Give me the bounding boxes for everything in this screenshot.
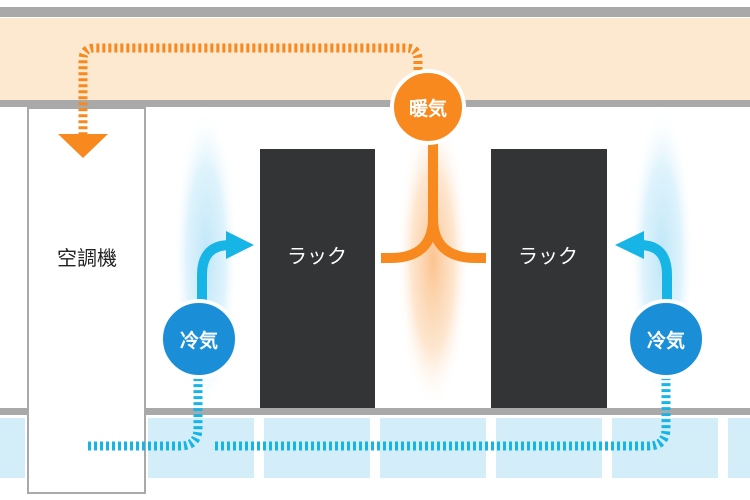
cold-air-curve-right (639, 240, 672, 306)
rack-left-label: ラック (287, 244, 347, 268)
ceiling-warm-zone (0, 18, 750, 102)
ac-unit-box (27, 107, 146, 494)
cold-air-arrowhead-left (226, 231, 254, 259)
cold-air-badge-left: 冷気 (159, 299, 239, 379)
rack-right (491, 149, 607, 408)
cold-air-curve-left (197, 240, 231, 306)
warm-air-down-arrow (58, 134, 108, 158)
ceiling-rail (0, 100, 750, 107)
rack-right-label: ラック (518, 244, 578, 268)
floor-rail (0, 408, 750, 415)
ac-unit-label: 空調機 (57, 246, 117, 270)
cold-air-arrowhead-right (615, 231, 644, 259)
warm-air-return-path (78, 43, 423, 134)
warm-air-split-arrow (381, 142, 486, 263)
cold-air-badge-right: 冷気 (626, 299, 706, 379)
cold-air-supply-path-left (88, 368, 203, 451)
cold-air-supply-path-right (215, 368, 671, 451)
warm-air-badge: 暖気 (390, 69, 466, 145)
rack-left (260, 149, 375, 408)
top-rail (0, 7, 750, 17)
warm-air-glow (397, 110, 469, 410)
